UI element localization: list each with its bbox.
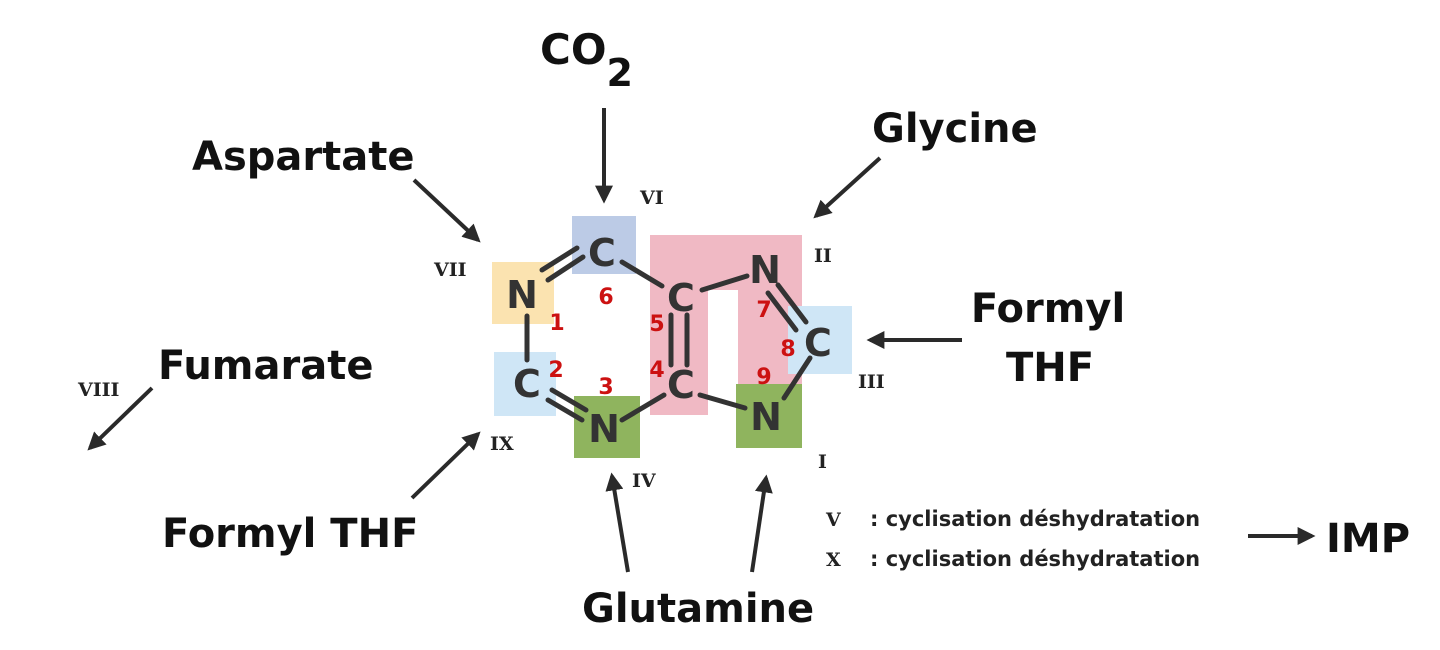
source-formyl-left: Formyl THF [162,511,418,557]
aspartate-box-n1 [492,262,554,324]
product-imp: IMP [1326,516,1410,562]
position-number-6: 6 [598,285,613,310]
step-label-i: I [818,451,827,473]
position-number-9: 9 [756,365,771,390]
source-glutamine: Glutamine [582,586,814,632]
source-formyl-right-2: THF [1006,345,1094,391]
glutamine-box-n3 [574,396,640,458]
note-step-v: V [825,509,842,531]
source-aspartate: Aspartate [192,134,414,180]
position-number-7: 7 [756,298,771,323]
source-glycine: Glycine [872,106,1038,152]
formyl-box-c8 [788,306,852,374]
note-text-v: : cyclisation déshydratation [870,507,1200,531]
ring-bonds [524,245,813,423]
atom-n9: N [750,395,782,439]
atom-n3: N [588,407,620,451]
source-co2: CO2 [540,25,633,95]
atom-c5: C [667,276,695,320]
step-label-iv: IV [632,470,657,492]
atom-c2: C [513,362,541,406]
formyl-box-c2 [494,352,556,416]
position-number-3: 3 [598,375,613,400]
step-label-iii: III [858,371,885,393]
atom-n1: N [506,273,538,317]
atom-c8: C [804,321,832,365]
arrow-fumarate [87,386,154,451]
arrow-formyl-left [410,431,481,500]
source-formyl-right-1: Formyl [971,286,1125,332]
arrow-glutamine-n9 [750,474,773,573]
atom-n7: N [749,248,781,292]
atom-c4: C [667,363,695,407]
arrow-aspartate [412,178,481,243]
glutamine-box-n9 [736,384,802,448]
position-number-2: 2 [548,358,563,383]
step-label-ii: II [814,245,832,267]
note-step-x: X [826,549,841,571]
position-number-8: 8 [780,337,795,362]
arrow-glutamine-n3 [605,472,630,573]
note-text-x: : cyclisation déshydratation [870,547,1200,571]
step-label-vii: VII [433,259,467,281]
position-number-4: 4 [649,358,664,383]
position-number-5: 5 [649,312,664,337]
step-label-ix: IX [490,433,514,455]
atom-c6: C [588,231,616,275]
arrows [87,108,1316,573]
position-number-1: 1 [549,311,564,336]
source-fumarate: Fumarate [158,343,373,389]
arrow-glycine [813,156,882,219]
step-label-vi: VI [639,187,664,209]
step-label-viii: VIII [77,379,120,401]
